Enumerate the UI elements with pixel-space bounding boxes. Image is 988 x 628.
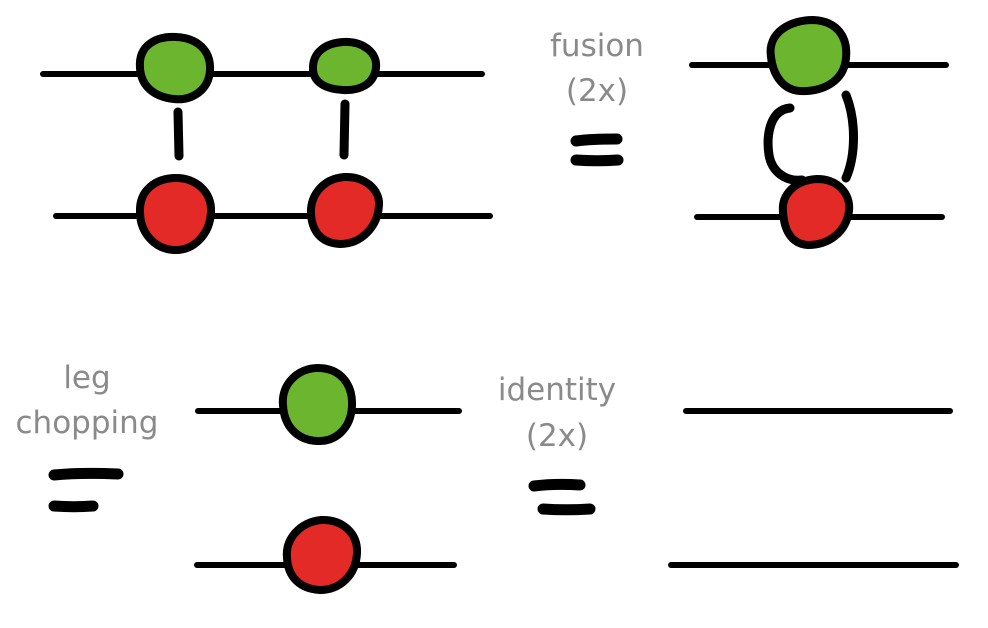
green-spider-fused	[766, 16, 851, 96]
identity-count-label: (2x)	[526, 418, 588, 454]
red-spider-bottom-left	[136, 174, 215, 254]
connecting-edge-right	[339, 99, 350, 160]
equals-sign-identity	[528, 478, 596, 516]
fusion-count-label: (2x)	[566, 73, 628, 109]
green-spider-top-left	[135, 32, 214, 104]
red-spider-fused	[778, 175, 854, 249]
leg-chopping-rewrite: leg chopping	[16, 360, 462, 594]
green-spider	[278, 364, 357, 445]
red-spider-bottom-right	[306, 173, 383, 248]
connecting-edge-right-arc	[841, 90, 858, 183]
leg-chopping-label-line2: chopping	[16, 405, 159, 441]
identity-label: identity	[498, 372, 616, 408]
identity-rewrite: identity (2x)	[498, 372, 959, 568]
equals-sign-fusion	[570, 133, 624, 167]
connecting-edge-left-arc	[763, 103, 807, 185]
fusion-label: fusion	[550, 28, 644, 64]
original-diagram	[40, 32, 493, 254]
leg-chopping-label-line1: leg	[63, 360, 110, 396]
red-spider	[282, 516, 361, 594]
equals-sign-leg-chopping	[48, 467, 124, 513]
fusion-rewrite: fusion (2x)	[550, 16, 949, 249]
connecting-edge-left	[173, 107, 184, 161]
green-spider-top-right	[309, 37, 381, 95]
